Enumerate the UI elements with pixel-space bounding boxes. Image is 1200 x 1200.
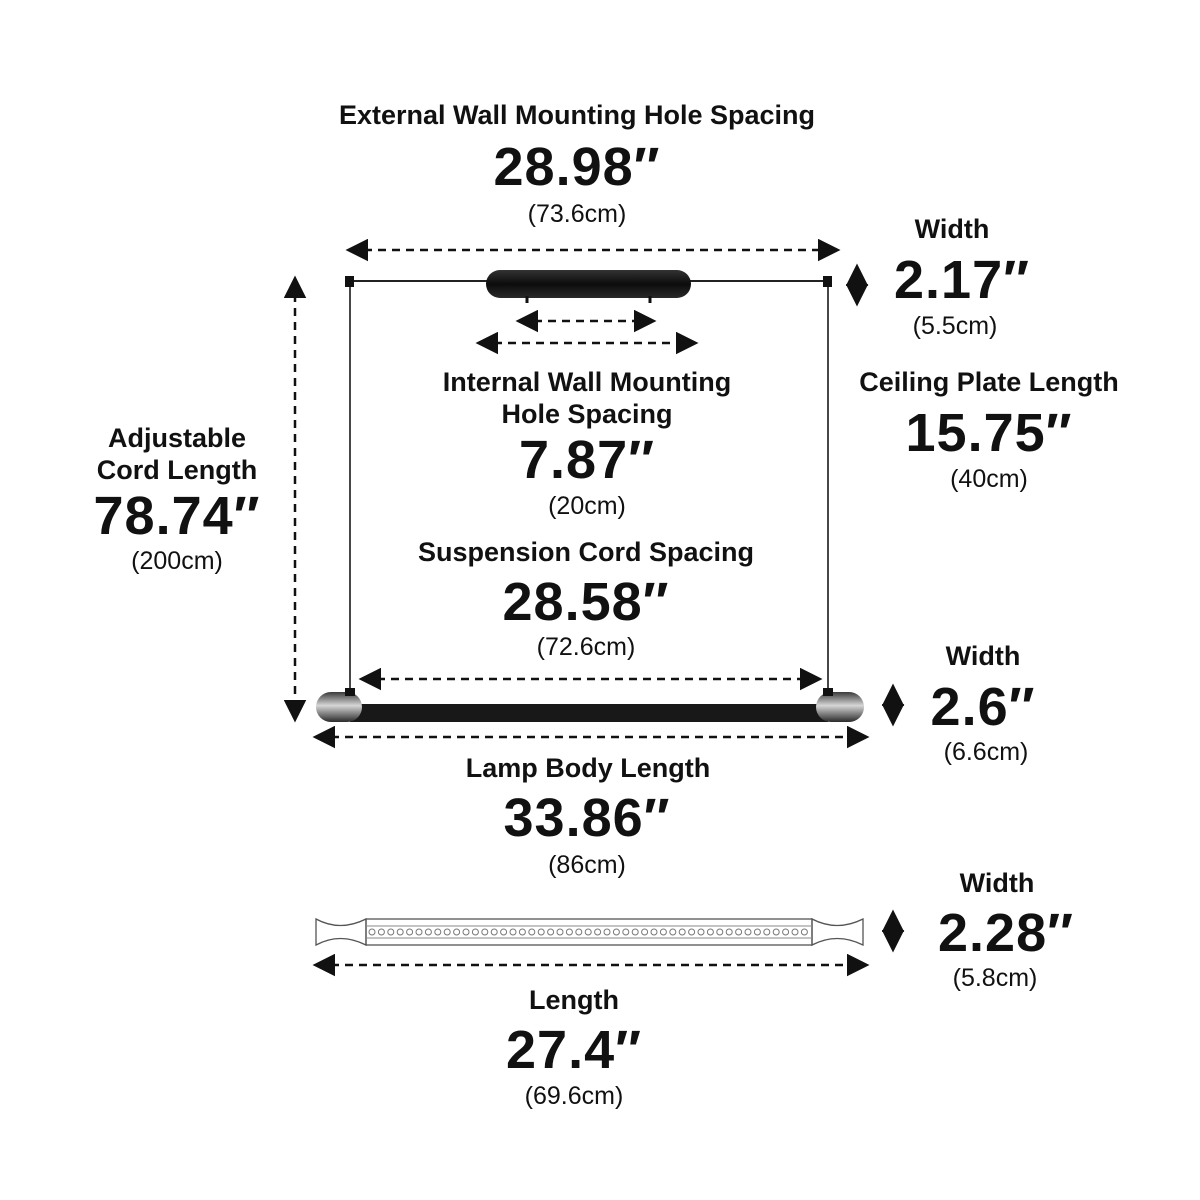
led-chip: [509, 928, 517, 936]
led-chip: [584, 928, 592, 936]
body-length-value: 33.86″: [503, 788, 671, 848]
right-mounting-bracket: [823, 276, 832, 287]
led-chip: [725, 928, 733, 936]
led-chip: [641, 928, 649, 936]
led-chip: [669, 928, 677, 936]
led-chip: [424, 928, 432, 936]
led-chip: [368, 928, 376, 936]
diffuser-width-label: Width: [959, 868, 1035, 898]
right-end-cap: [816, 692, 864, 722]
plate-width-value: 2.17″: [894, 250, 1030, 310]
led-chip: [415, 928, 423, 936]
led-chip: [575, 928, 583, 936]
led-chip: [622, 928, 630, 936]
led-chip: [471, 928, 479, 936]
led-chip: [782, 928, 790, 936]
led-chip: [565, 928, 573, 936]
ceiling-plate: [486, 270, 691, 298]
led-chip: [631, 928, 639, 936]
led-chip-row: [368, 928, 808, 936]
led-chip: [603, 928, 611, 936]
led-chip: [462, 928, 470, 936]
left-cord-clamp: [345, 688, 355, 696]
diffuser-length-metric: (69.6cm): [524, 1082, 624, 1110]
led-chip: [753, 928, 761, 936]
led-chip: [650, 928, 658, 936]
led-chip: [434, 928, 442, 936]
led-chip: [594, 928, 602, 936]
cord-length-label-line2: Cord Length: [96, 455, 258, 485]
cord-length-value: 78.74″: [93, 486, 261, 546]
led-chip: [744, 928, 752, 936]
cord-length-metric: (200cm): [131, 547, 223, 575]
left-end-cap: [316, 692, 362, 722]
led-chip: [556, 928, 564, 936]
led-chip: [735, 928, 743, 936]
led-chip: [763, 928, 771, 936]
internal-spacing-metric: (20cm): [548, 492, 626, 520]
led-chip: [688, 928, 696, 936]
diffuser-width-metric: (5.8cm): [952, 964, 1038, 992]
right-cord-clamp: [823, 688, 833, 696]
led-chip: [518, 928, 526, 936]
suspension-spacing-value: 28.58″: [502, 572, 670, 632]
ceiling-plate-length-label: Ceiling Plate Length: [859, 367, 1119, 397]
led-chip: [406, 928, 414, 936]
internal-spacing-label-line1: Internal Wall Mounting: [442, 367, 732, 397]
internal-spacing-label-line2: Hole Spacing: [501, 399, 673, 429]
led-chip: [377, 928, 385, 936]
cord-length-label-line1: Adjustable: [107, 423, 247, 453]
led-chip: [800, 928, 808, 936]
led-chip: [387, 928, 395, 936]
body-width-value: 2.6″: [930, 677, 1036, 737]
led-chip: [453, 928, 461, 936]
external-spacing-value: 28.98″: [493, 137, 661, 197]
led-diffuser: [315, 917, 864, 947]
led-chip: [612, 928, 620, 936]
body-length-label: Lamp Body Length: [465, 753, 711, 783]
diffuser-length-value: 27.4″: [506, 1020, 642, 1080]
led-chip: [528, 928, 536, 936]
led-chip: [772, 928, 780, 936]
suspension-spacing-label: Suspension Cord Spacing: [417, 537, 755, 567]
lamp-body: [350, 704, 828, 722]
suspension-spacing-metric: (72.6cm): [536, 633, 636, 661]
led-chip: [490, 928, 498, 936]
diffuser-length-label: Length: [529, 985, 619, 1015]
body-width-metric: (6.6cm): [943, 738, 1029, 766]
led-chip: [537, 928, 545, 936]
plate-width-label: Width: [914, 214, 990, 244]
left-mounting-bracket: [345, 276, 354, 287]
led-chip: [396, 928, 404, 936]
external-spacing-label: External Wall Mounting Hole Spacing: [338, 100, 816, 130]
ceiling-plate-length-metric: (40cm): [950, 465, 1028, 493]
led-chip: [678, 928, 686, 936]
body-width-label: Width: [945, 641, 1021, 671]
led-chip: [500, 928, 508, 936]
led-chip: [706, 928, 714, 936]
external-spacing-metric: (73.6cm): [527, 200, 627, 228]
led-chip: [791, 928, 799, 936]
led-chip: [481, 928, 489, 936]
diffuser-width-value: 2.28″: [938, 903, 1074, 963]
plate-width-metric: (5.5cm): [912, 312, 998, 340]
led-chip: [716, 928, 724, 936]
led-chip: [697, 928, 705, 936]
led-chip: [547, 928, 555, 936]
internal-spacing-value: 7.87″: [519, 430, 655, 490]
led-chip: [443, 928, 451, 936]
body-length-metric: (86cm): [548, 851, 626, 879]
led-chip: [659, 928, 667, 936]
ceiling-plate-length-value: 15.75″: [905, 403, 1073, 463]
